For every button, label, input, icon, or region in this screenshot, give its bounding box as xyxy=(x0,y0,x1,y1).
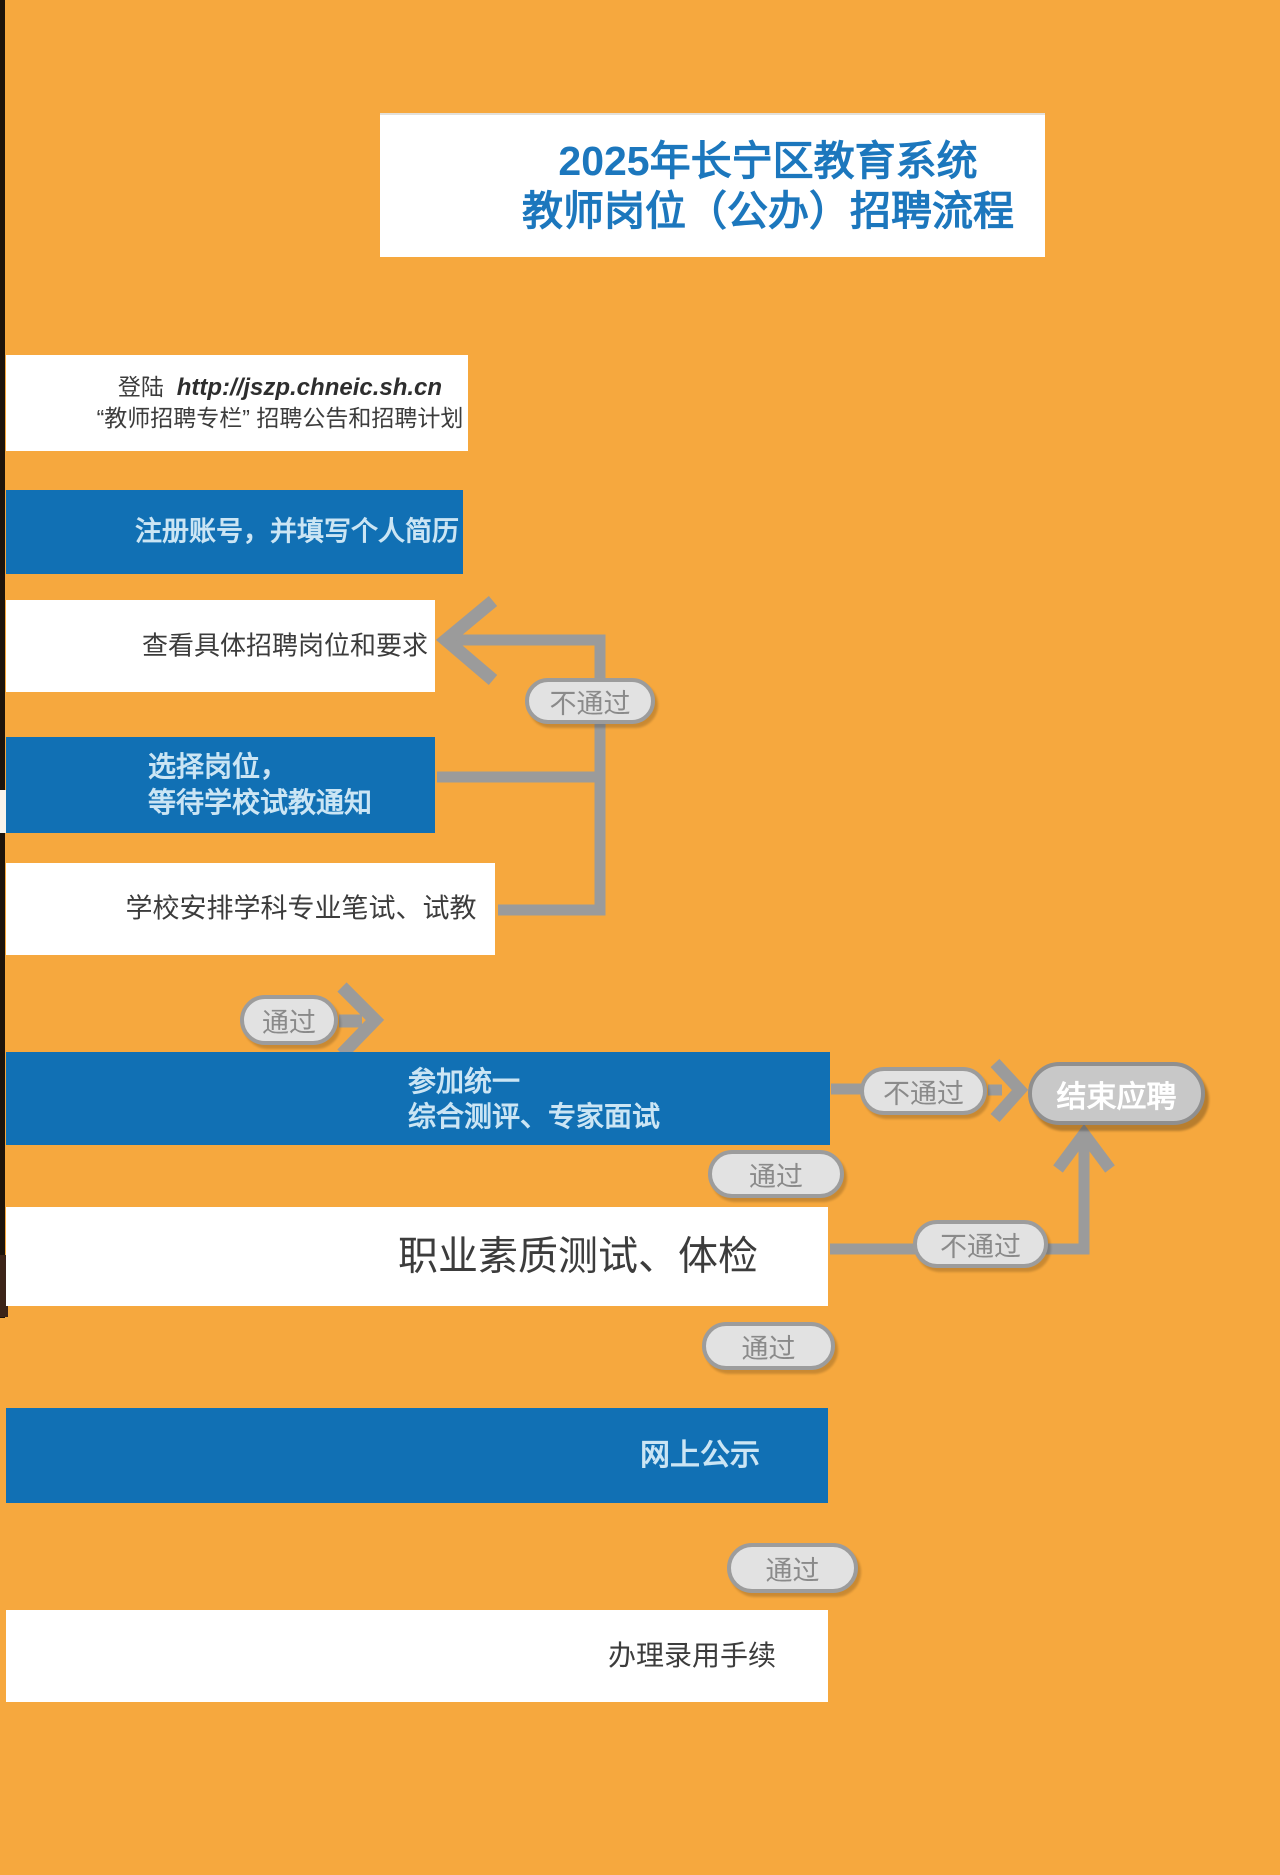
page-edge-mark xyxy=(0,1255,8,1317)
fail-badge-1-label: 不通过 xyxy=(549,688,631,719)
step-view-positions-card: 查看具体招聘岗位和要求 xyxy=(6,600,435,692)
step-publicity-label: 网上公示 xyxy=(640,1438,760,1472)
step-publicity-card: 网上公示 xyxy=(6,1408,828,1503)
fail-badge-1: 不通过 xyxy=(525,678,655,724)
page-title: 2025年长宁区教育系统 教师岗位（公办）招聘流程 xyxy=(522,136,1014,236)
title-line-2: 教师岗位（公办）招聘流程 xyxy=(522,188,1014,234)
fail-badge-2: 不通过 xyxy=(860,1067,987,1115)
arrow-right-icon xyxy=(337,982,385,1059)
title-line-1: 2025年长宁区教育系统 xyxy=(558,138,978,184)
step-login-text: 登陆 http://jszp.chneic.sh.cn “教师招聘专栏” 招聘公… xyxy=(97,373,464,433)
end-node-label: 结束应聘 xyxy=(1056,1080,1177,1114)
fail-loop-connector xyxy=(444,634,606,916)
step-unified-eval-line1: 参加统一 xyxy=(408,1065,521,1097)
step-enrollment-card: 办理录用手续 xyxy=(6,1610,828,1702)
fail-badge-2-label: 不通过 xyxy=(883,1078,964,1109)
step-choose-position-line2: 等待学校试教通知 xyxy=(148,787,373,818)
step-unified-eval-card: 参加统一 综合测评、专家面试 xyxy=(6,1052,830,1145)
arrow-up-icon xyxy=(1053,1123,1115,1173)
arrow-right-2-icon xyxy=(990,1058,1029,1122)
pass-badge-3-label: 通过 xyxy=(741,1333,796,1364)
pass-badge-2-label: 通过 xyxy=(749,1161,803,1192)
step-choose-position-text: 选择岗位， 等待学校试教通知 xyxy=(148,749,372,821)
step-login-line1: 登陆 http://jszp.chneic.sh.cn xyxy=(97,373,464,404)
step-unified-eval-text: 参加统一 综合测评、专家面试 xyxy=(408,1064,660,1134)
pass-badge-1: 通过 xyxy=(240,995,338,1045)
title-card: 2025年长宁区教育系统 教师岗位（公办）招聘流程 xyxy=(380,113,1045,257)
step-view-positions-label: 查看具体招聘岗位和要求 xyxy=(141,630,429,661)
step-login-card: 登陆 http://jszp.chneic.sh.cn “教师招聘专栏” 招聘公… xyxy=(6,355,468,451)
fail-badge-3-label: 不通过 xyxy=(940,1231,1021,1262)
step-quality-test-label: 职业素质测试、体检 xyxy=(398,1233,758,1278)
step-quality-test-card: 职业素质测试、体检 xyxy=(6,1207,828,1306)
step-school-test-card: 学校安排学科专业笔试、试教 xyxy=(6,863,495,955)
step-register-card: 注册账号，并填写个人简历 xyxy=(6,490,463,574)
end-node: 结束应聘 xyxy=(1028,1062,1205,1125)
step-school-test-label: 学校安排学科专业笔试、试教 xyxy=(125,893,477,924)
step-choose-position-line1: 选择岗位， xyxy=(148,751,289,782)
step-login-prefix: 登陆 xyxy=(117,373,164,400)
step-login-url: http://jszp.chneic.sh.cn xyxy=(176,373,443,401)
pass-badge-4-label: 通过 xyxy=(765,1555,820,1586)
step-choose-position-card: 选择岗位， 等待学校试教通知 xyxy=(6,737,435,833)
arrow-left-icon xyxy=(435,595,498,685)
step-enrollment-label: 办理录用手续 xyxy=(607,1640,777,1672)
pass-badge-3: 通过 xyxy=(702,1322,835,1370)
step-register-label: 注册账号，并填写个人简历 xyxy=(135,516,459,547)
page-edge-notch xyxy=(0,790,6,833)
step-login-line2: “教师招聘专栏” 招聘公告和招聘计划 xyxy=(96,404,464,431)
pass-badge-4: 通过 xyxy=(727,1543,858,1593)
page-edge-line xyxy=(0,0,5,1318)
pass-badge-1-label: 通过 xyxy=(262,1007,316,1038)
step-unified-eval-line2: 综合测评、专家面试 xyxy=(408,1100,661,1132)
fail-badge-3: 不通过 xyxy=(913,1220,1048,1268)
pass-badge-2: 通过 xyxy=(708,1150,844,1198)
